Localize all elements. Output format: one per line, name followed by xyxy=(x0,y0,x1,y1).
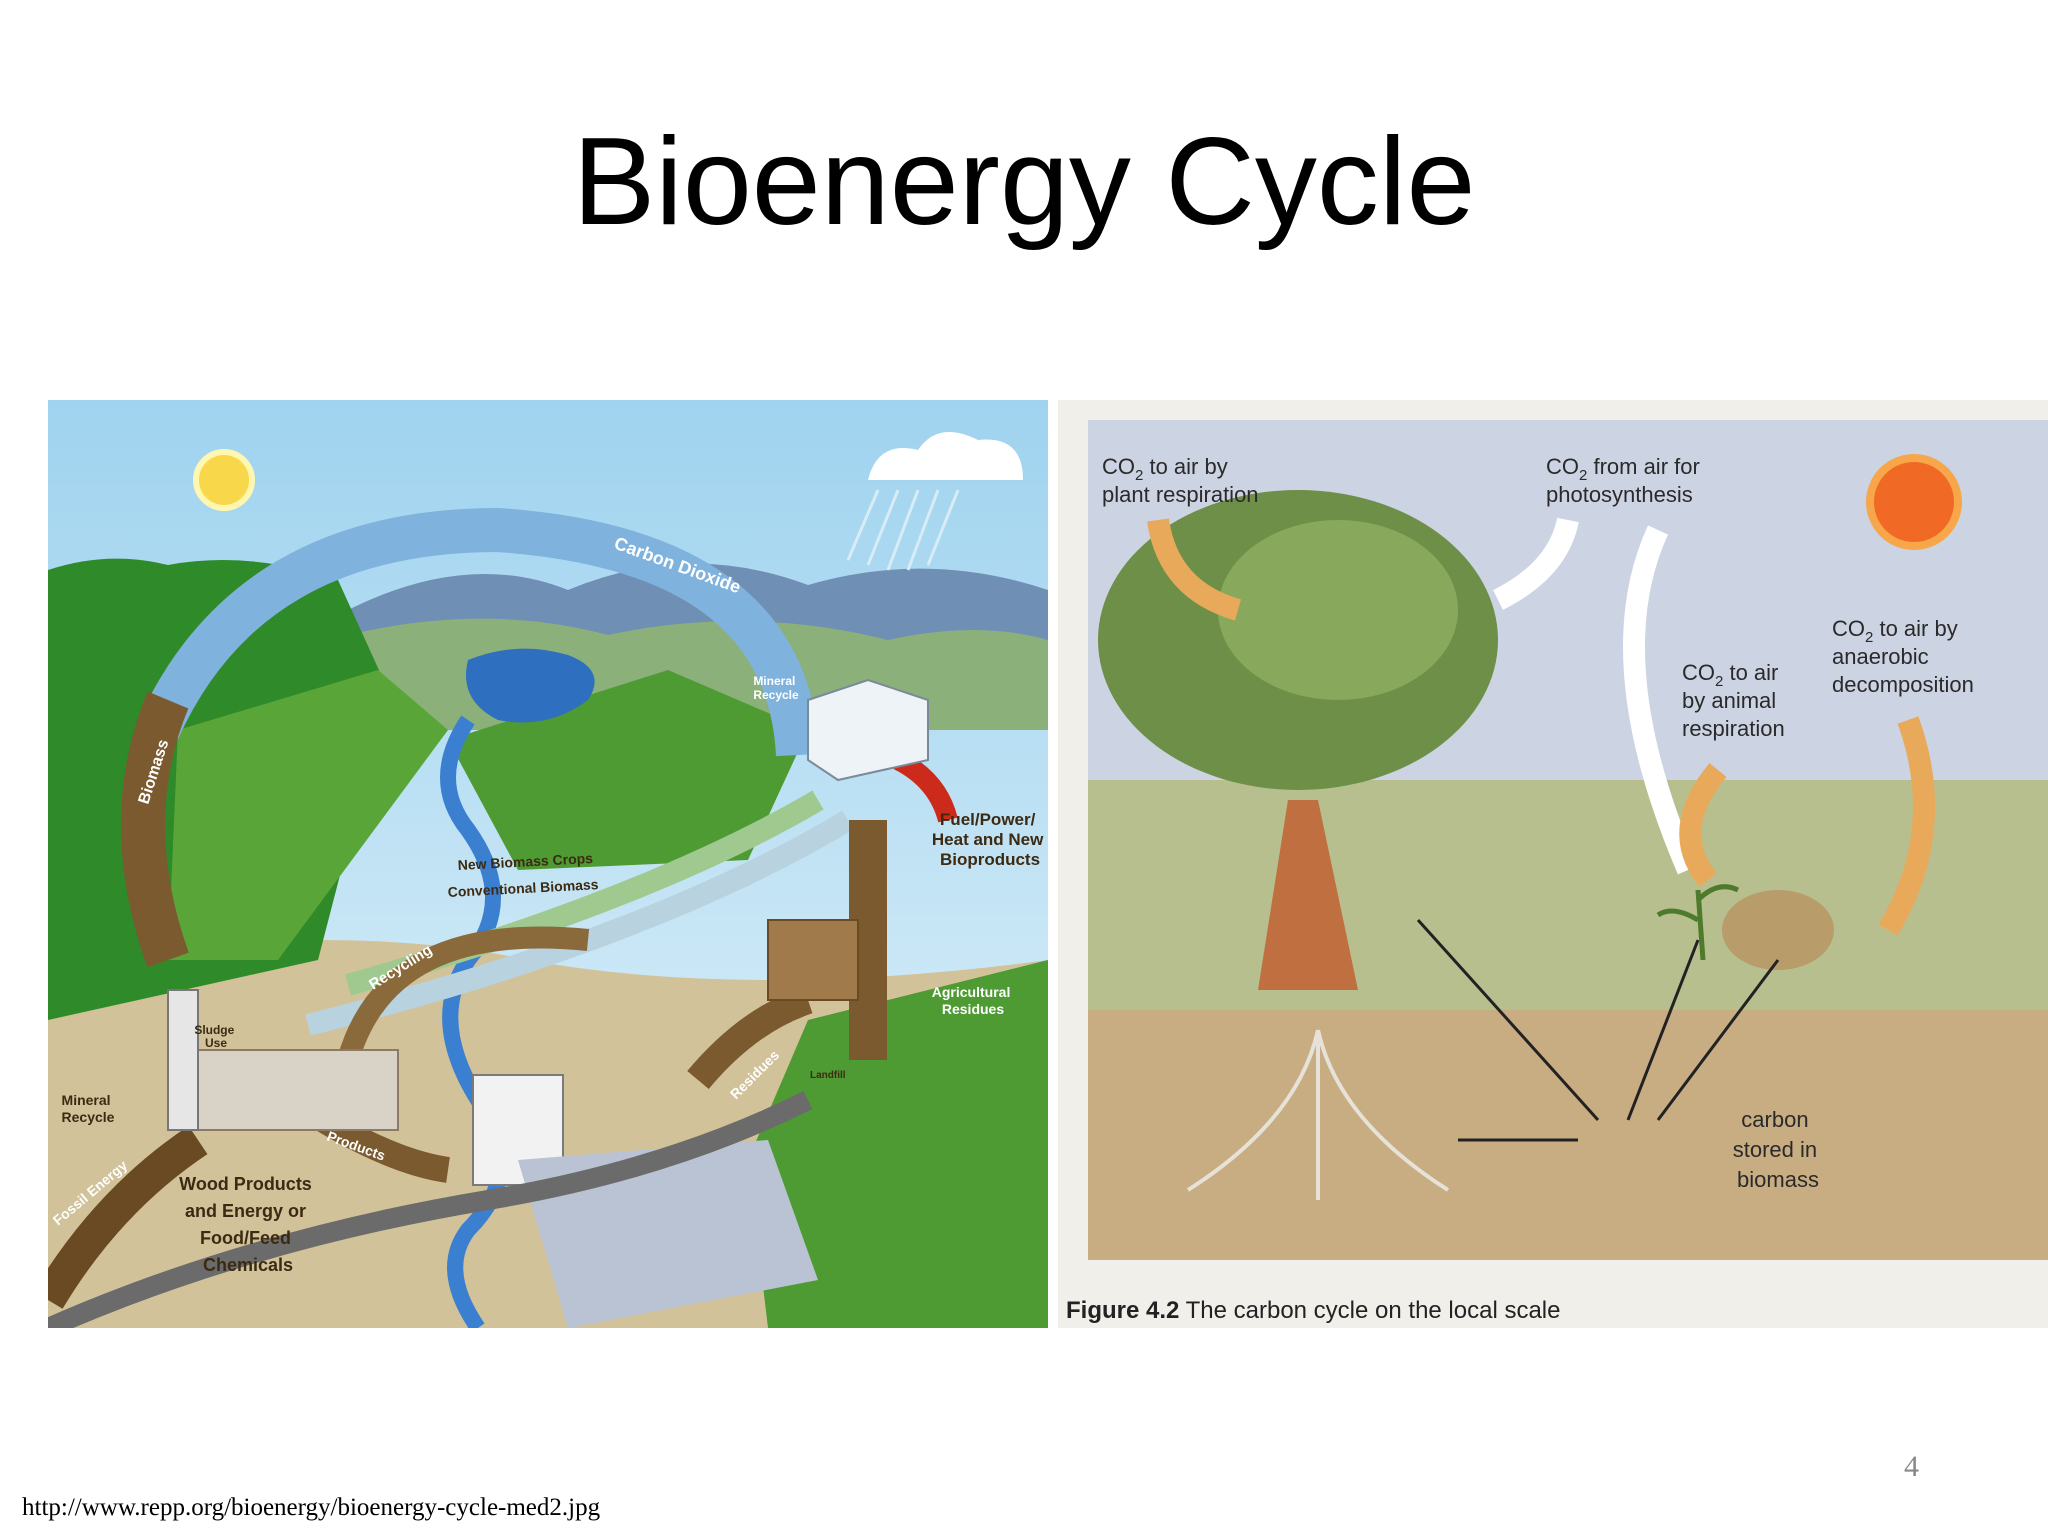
fuel-power-line-1: Fuel/Power/ xyxy=(940,810,1036,829)
sun-icon xyxy=(1866,454,1962,550)
carbon-storage-arrow-plant xyxy=(1626,939,1700,1121)
smokestack xyxy=(167,989,199,1131)
carbon-storage-arrow-trunk xyxy=(1416,918,1600,1122)
crop-field-left xyxy=(168,670,448,960)
conventional-biomass-band xyxy=(305,810,854,1036)
mineral-recycle-top-line-1: Mineral xyxy=(753,674,795,688)
conventional-biomass-label: Conventional Biomass xyxy=(447,876,599,900)
animal-respiration-line-1: CO xyxy=(1682,660,1715,685)
lake xyxy=(466,648,595,723)
figure-caption-text: The carbon cycle on the local scale xyxy=(1179,1297,1560,1324)
carbon-storage-arrow-rabbit xyxy=(1656,959,1780,1121)
mineral-recycle-top-label: Mineral Recycle xyxy=(753,674,799,702)
anaerobic-line-2: anaerobic xyxy=(1832,644,1929,669)
new-biomass-crops-label: New Biomass Crops xyxy=(457,850,593,873)
photosynthesis-arrow-to-tree xyxy=(1492,517,1579,610)
power-plant xyxy=(807,678,929,782)
plant-respiration-line-1b: to air by xyxy=(1143,454,1227,479)
carbon-dioxide-arrow xyxy=(137,507,820,757)
landfill-label: Landfill xyxy=(810,1070,846,1081)
fuel-power-label: Fuel/Power/ Heat and New Bioproducts xyxy=(932,810,1048,869)
agricultural-residues-line-2: Residues xyxy=(942,1001,1004,1017)
tree-canopy-highlight xyxy=(1218,520,1458,700)
soil xyxy=(1088,1010,2048,1260)
agricultural-residues-line-1: Agricultural xyxy=(932,984,1011,1000)
anaerobic-decomposition-arrow xyxy=(1878,716,1935,936)
photosynthesis-line-1b: from air for xyxy=(1587,454,1699,479)
sawmill-factory xyxy=(197,1049,399,1131)
anaerobic-line-3: decomposition xyxy=(1832,672,1974,697)
tree-roots xyxy=(1186,1029,1450,1200)
co2-subscript: 2 xyxy=(1135,467,1143,484)
wood-products-line-4: Chemicals xyxy=(203,1255,293,1275)
agricultural-residues-label: Agricultural Residues xyxy=(932,984,1014,1017)
seedling-plant xyxy=(1656,884,1740,961)
tree-trunk xyxy=(1258,800,1358,990)
photosynthesis-label: CO2 from air for photosynthesis xyxy=(1546,454,1706,507)
co2-subscript: 2 xyxy=(1865,629,1873,646)
wood-products-line-3: Food/Feed xyxy=(200,1228,291,1248)
carbon-stored-line-1: carbon xyxy=(1741,1107,1808,1132)
slide-title: Bioenergy Cycle xyxy=(572,113,1476,251)
river xyxy=(440,715,509,1328)
grass xyxy=(1088,780,2048,1010)
fuel-power-line-2: Heat and New xyxy=(932,830,1044,849)
carbon-cycle-figure: CO2 to air by plant respiration CO2 from… xyxy=(1058,400,2048,1328)
co2-subscript: 2 xyxy=(1579,467,1587,484)
source-url: http://www.repp.org/bioenergy/bioenergy-… xyxy=(22,1494,601,1521)
sun xyxy=(193,449,255,511)
animal-respiration-line-1b: to air xyxy=(1723,660,1778,685)
carbon-stored-label: carbon stored in biomass xyxy=(1733,1107,1824,1192)
residues-arrow xyxy=(687,986,813,1090)
figure-caption: Figure 4.2 The carbon cycle on the local… xyxy=(1066,1297,1560,1324)
anaerobic-decomposition-label: CO2 to air by anaerobic decomposition xyxy=(1832,616,1974,697)
carbon-stored-line-2: stored in xyxy=(1733,1137,1817,1162)
recycling-arrow xyxy=(337,926,590,1064)
mineral-recycle-left-line-2: Recycle xyxy=(62,1109,115,1125)
figure-caption-number: Figure 4.2 xyxy=(1066,1297,1179,1324)
plant-respiration-line-1: CO xyxy=(1102,454,1135,479)
lumber-stack xyxy=(767,919,859,1001)
rain xyxy=(846,489,960,571)
carbon-stored-line-3: biomass xyxy=(1737,1167,1819,1192)
plant-respiration-line-2: plant respiration xyxy=(1102,482,1259,507)
mineral-recycle-top-line-2: Recycle xyxy=(753,688,799,702)
co2-subscript: 2 xyxy=(1715,673,1723,690)
biomass-arrow xyxy=(121,691,189,968)
anaerobic-line-1: CO xyxy=(1832,616,1865,641)
photosynthesis-arrow-to-plant xyxy=(1623,525,1699,875)
animal-respiration-label: CO2 to air by animal respiration xyxy=(1682,660,1785,741)
plant-respiration-arrow xyxy=(1147,518,1242,621)
mineral-recycle-left-line-1: Mineral xyxy=(62,1092,111,1108)
plant-respiration-label: CO2 to air by plant respiration xyxy=(1102,454,1259,507)
animal-respiration-line-3: respiration xyxy=(1682,716,1785,741)
anaerobic-line-1b: to air by xyxy=(1873,616,1957,641)
wood-products-label: Wood Products and Energy or Food/Feed Ch… xyxy=(179,1174,317,1275)
rabbit xyxy=(1722,890,1834,970)
road xyxy=(48,1091,813,1328)
fossil-energy-arrow xyxy=(48,1125,208,1309)
bioenergy-cycle-illustration: Carbon Dioxide Biomass Mineral Recycle F… xyxy=(48,400,1048,1328)
photosynthesis-line-1: CO xyxy=(1546,454,1579,479)
fuel-power-line-3: Bioproducts xyxy=(940,850,1040,869)
mineral-recycle-left-label: Mineral Recycle xyxy=(62,1092,115,1125)
animal-respiration-line-2: by animal xyxy=(1682,688,1776,713)
sludge-use-label: Sludge Use xyxy=(194,1023,237,1050)
wood-products-line-1: Wood Products xyxy=(179,1174,312,1194)
wood-products-line-2: and Energy or xyxy=(185,1201,306,1221)
rain-cloud xyxy=(868,432,1023,480)
sludge-use-line-1: Sludge xyxy=(194,1023,234,1037)
photosynthesis-line-2: photosynthesis xyxy=(1546,482,1693,507)
sludge-use-line-2: Use xyxy=(205,1036,227,1050)
crop-field-right xyxy=(748,960,1048,1328)
animal-respiration-arrow xyxy=(1679,762,1727,887)
page-number: 4 xyxy=(1904,1450,1919,1483)
